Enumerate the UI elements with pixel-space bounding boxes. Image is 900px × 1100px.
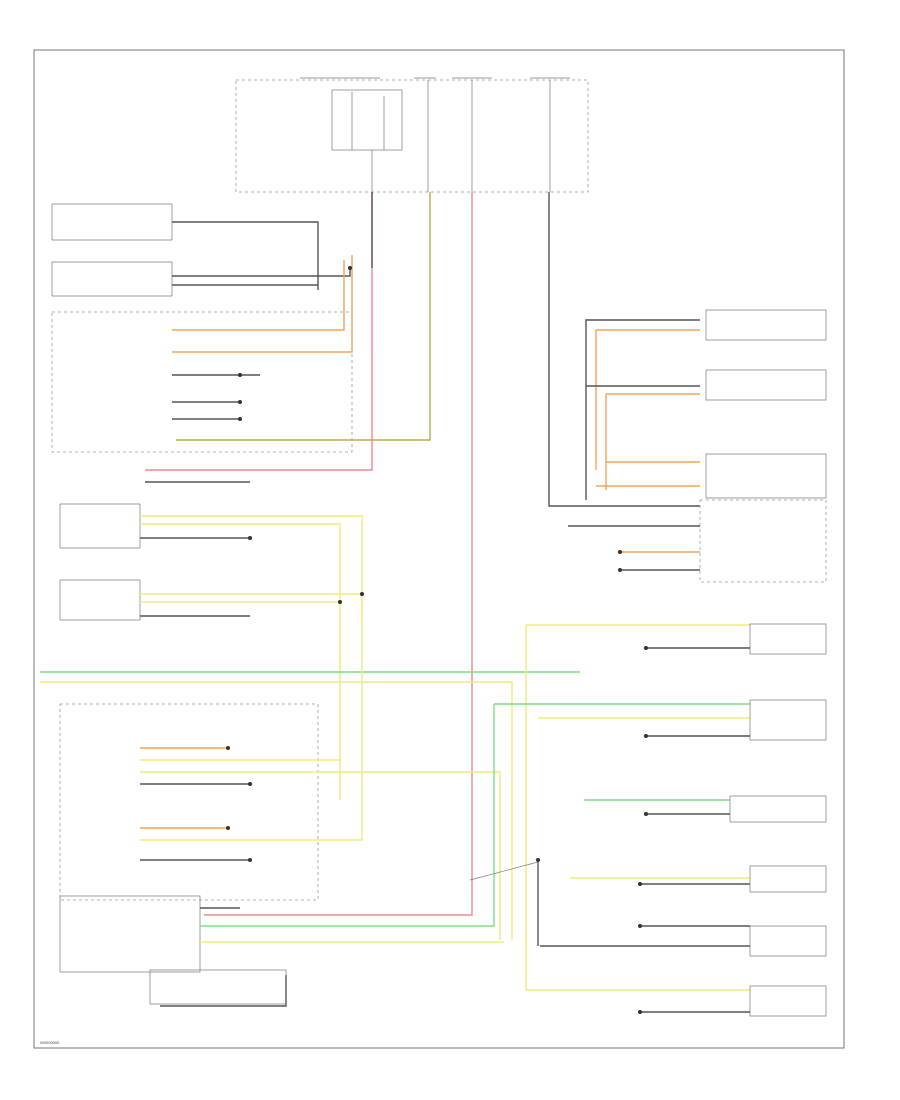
right-lamp-section: [469, 623, 827, 1017]
diagram-code: W0000000: [40, 1040, 60, 1045]
wire-olive-feed: [176, 192, 431, 441]
right-mirror-section: [568, 309, 827, 583]
left-mirror-section: [51, 203, 353, 453]
wire-black-feed: [548, 192, 700, 507]
fuse-block: [235, 77, 589, 193]
wire-pink-feed: [145, 192, 373, 471]
left-lamp-section: [40, 481, 580, 1007]
diagram-frame: [33, 49, 845, 1049]
wire-pink-main: [204, 192, 473, 916]
